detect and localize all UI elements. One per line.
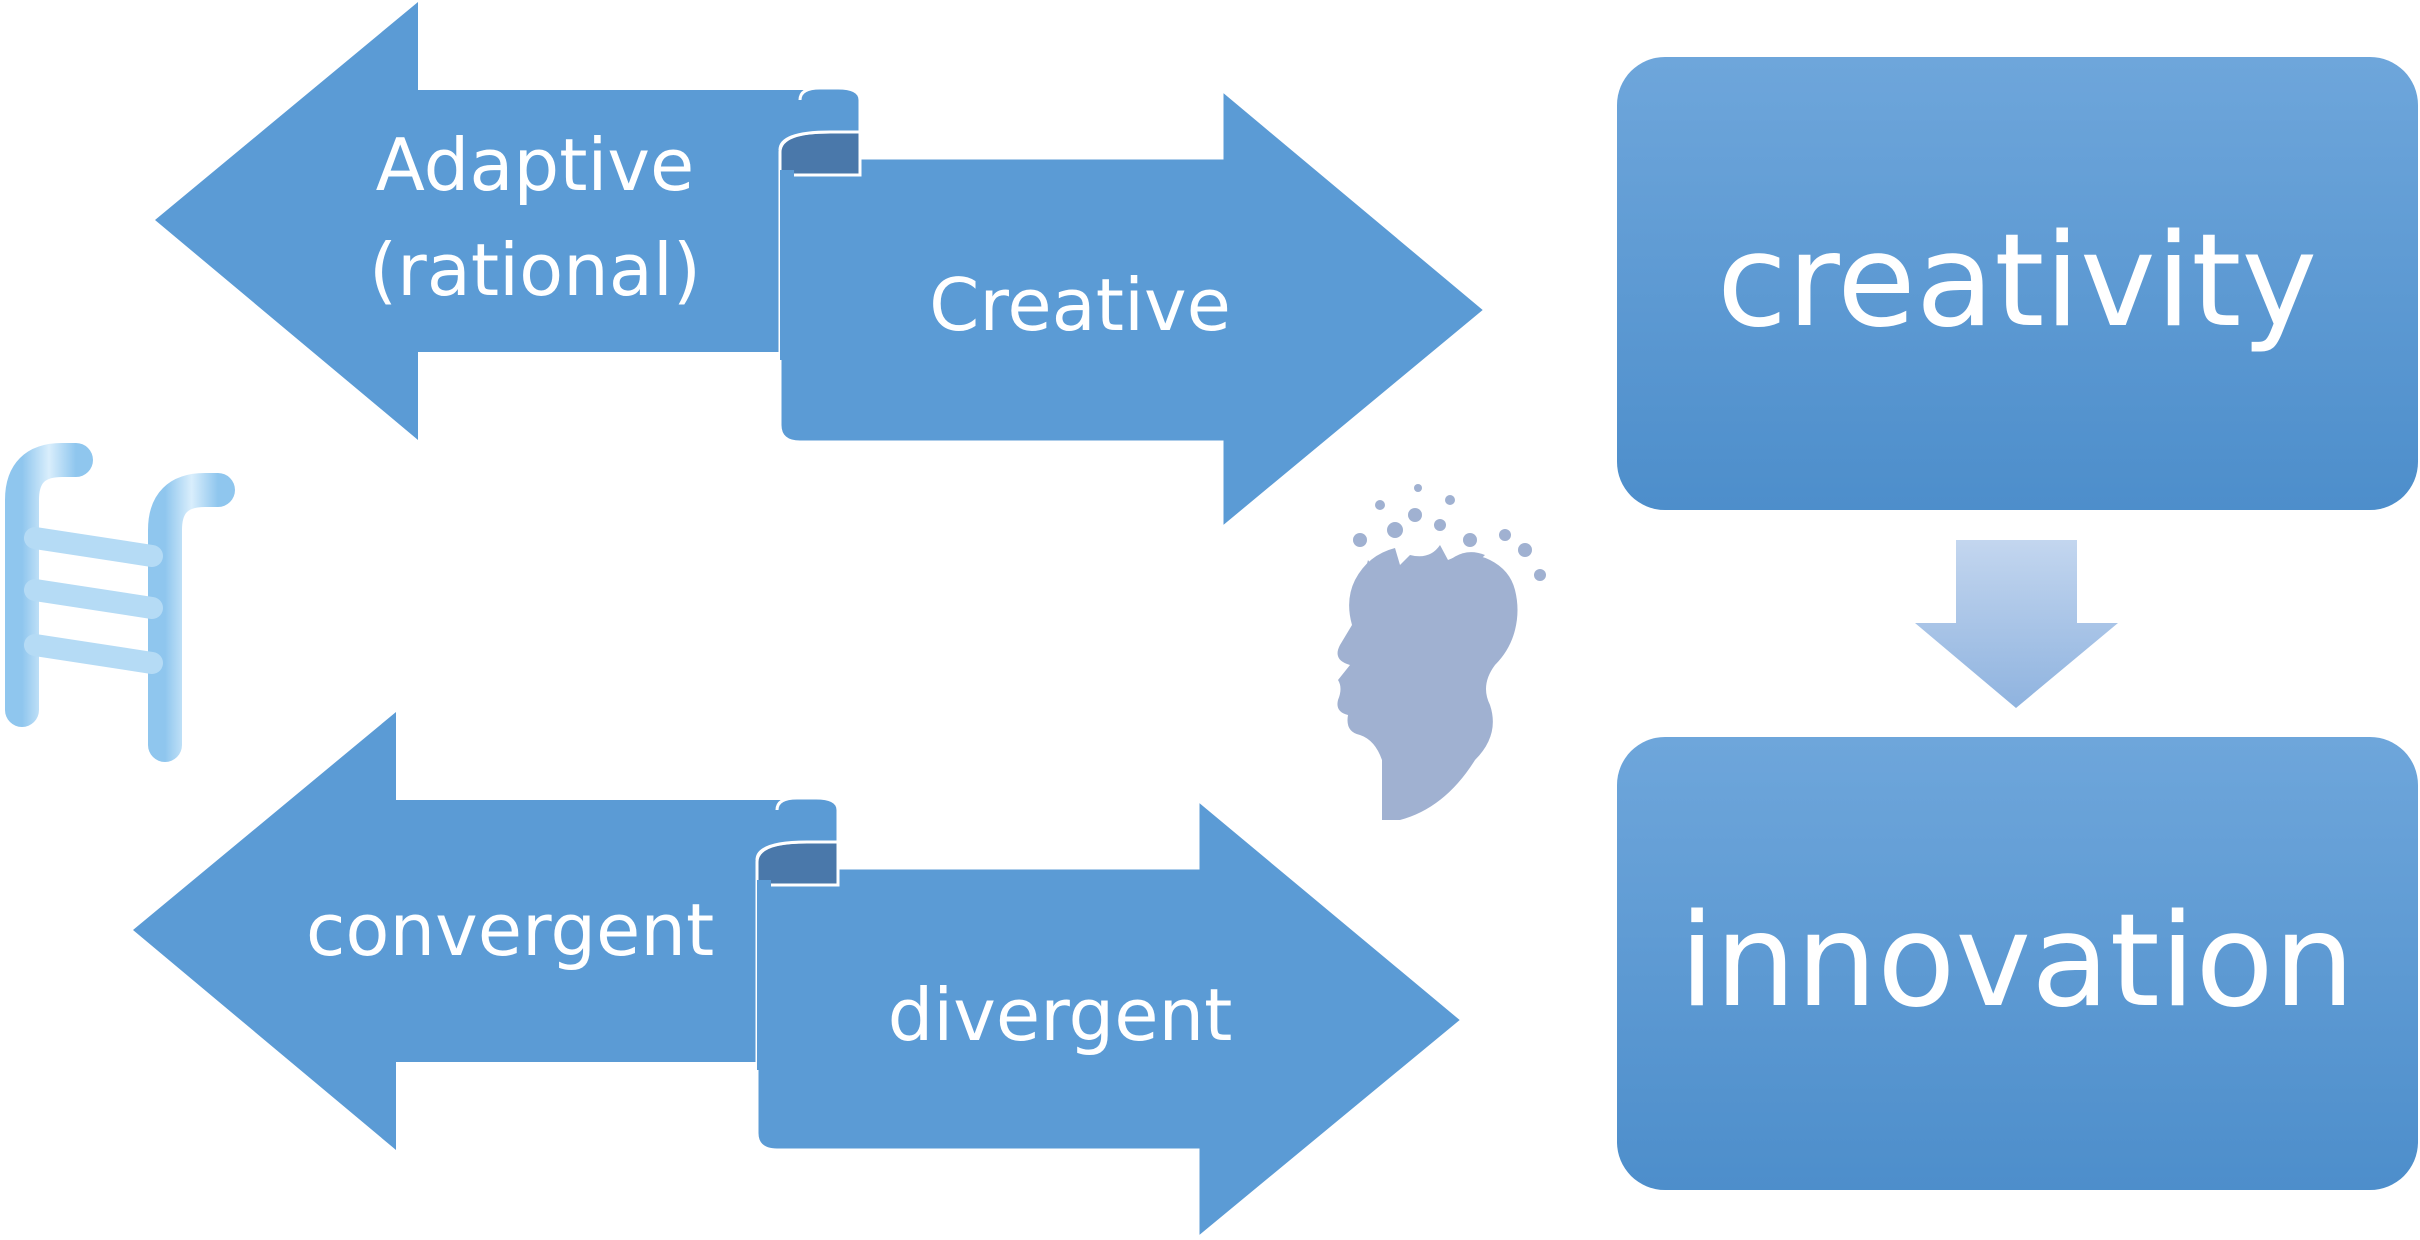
creative-label: Creative xyxy=(929,263,1231,347)
rational-label: (rational) xyxy=(369,228,701,312)
ladder-icon xyxy=(5,443,235,762)
divergent-label: divergent xyxy=(888,973,1233,1057)
creative-right-arrow xyxy=(778,86,1488,532)
innovation-box: innovation xyxy=(1617,737,2418,1190)
convergent-left-arrow xyxy=(133,712,800,1150)
bottom-scroll-curl xyxy=(755,796,840,861)
down-arrow-icon xyxy=(1915,540,2118,708)
bottom-arrow-pair: convergent divergent xyxy=(133,712,1465,1240)
innovation-label: innovation xyxy=(1679,887,2355,1036)
bottom-scroll-fold xyxy=(755,840,840,887)
adaptive-left-arrow xyxy=(155,2,820,440)
top-arrow-pair: Adaptive (rational) Creative xyxy=(155,2,1488,532)
creativity-box: creativity xyxy=(1617,57,2418,510)
thinking-head-icon xyxy=(1337,484,1546,820)
top-scroll-fold xyxy=(778,130,862,177)
divergent-right-arrow xyxy=(755,796,1465,1240)
creativity-label: creativity xyxy=(1717,207,2317,356)
adaptive-label: Adaptive xyxy=(376,123,695,207)
convergent-label: convergent xyxy=(306,888,714,972)
top-scroll-curl xyxy=(778,86,862,151)
